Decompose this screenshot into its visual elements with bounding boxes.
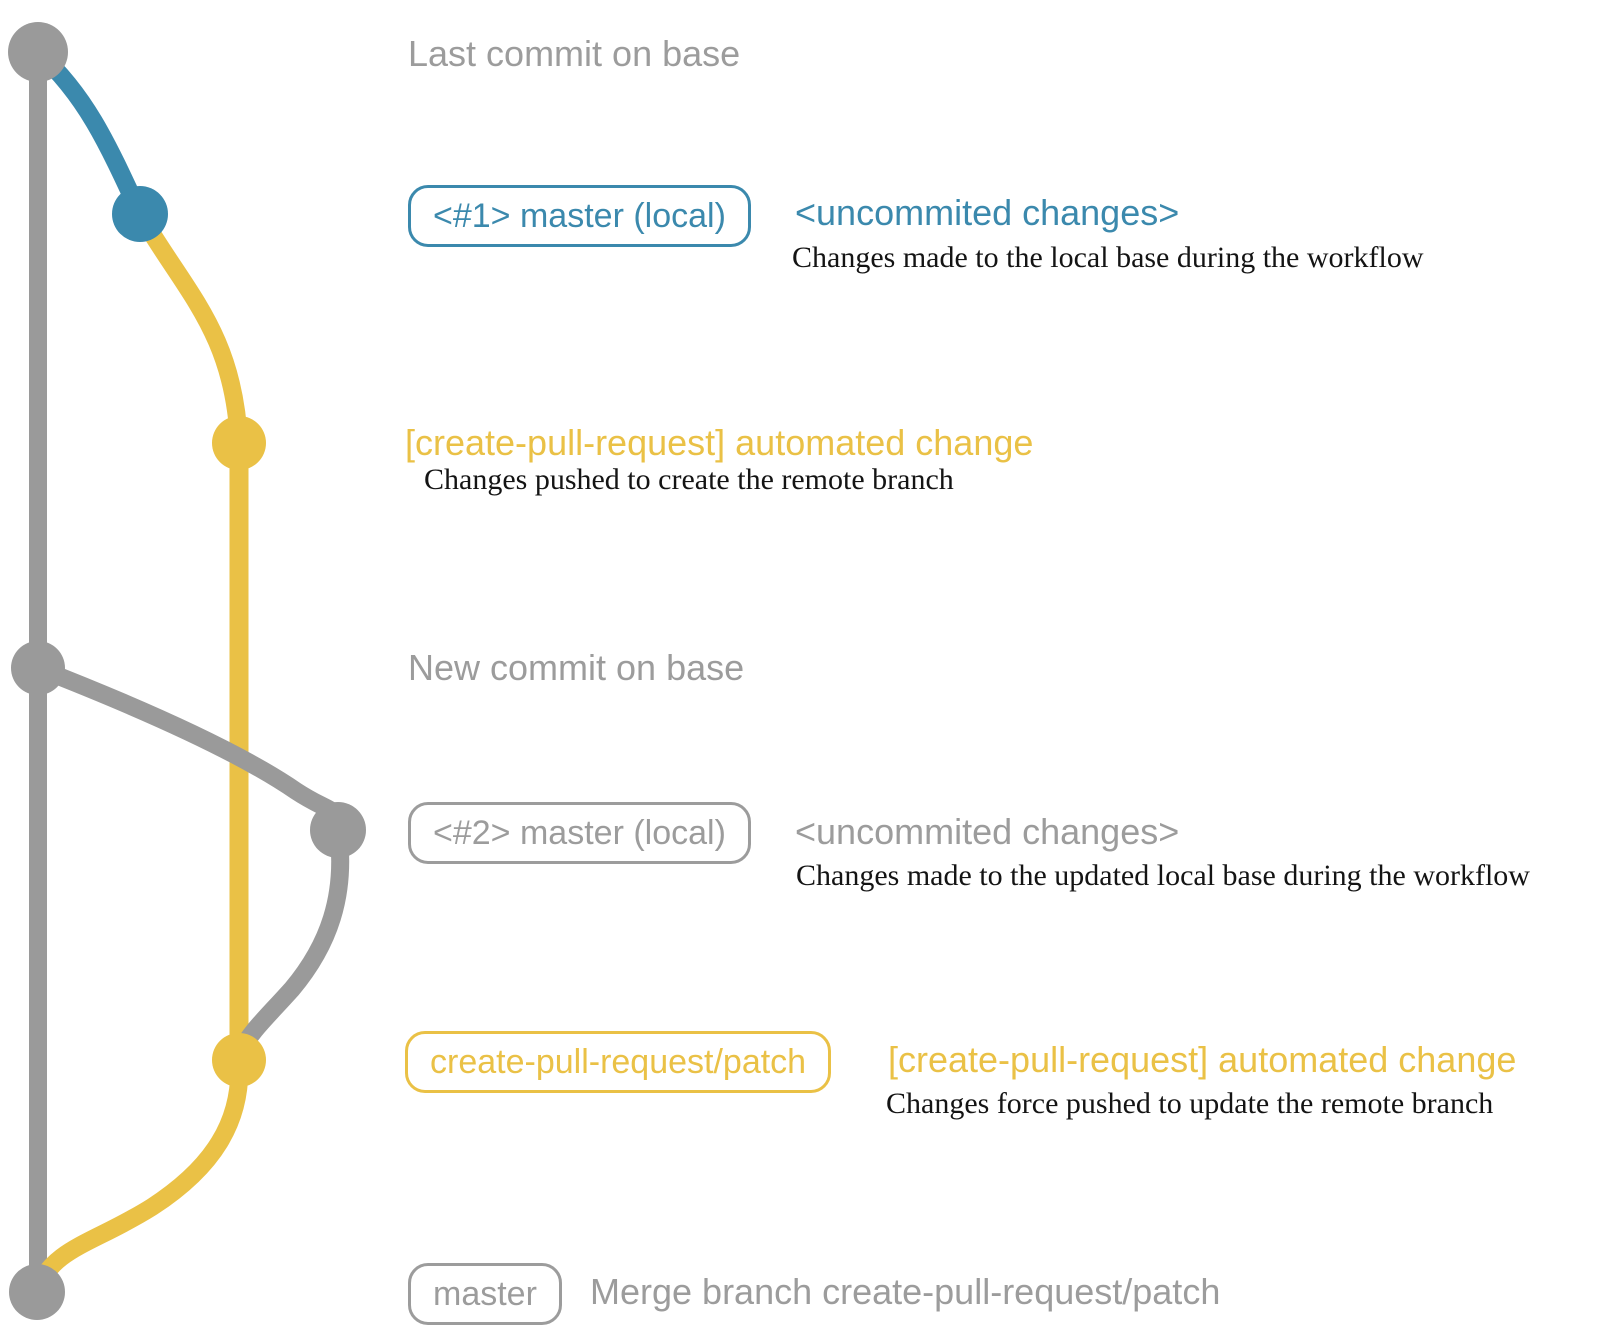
patch-branch-curve-top bbox=[132, 209, 248, 444]
commit-dot-merge bbox=[9, 1264, 65, 1320]
commit-dot-new-base bbox=[11, 641, 65, 695]
label-last-commit-on-base: Last commit on base bbox=[408, 33, 741, 74]
force-push-curve bbox=[232, 828, 350, 1057]
patch-merge-curve bbox=[28, 1059, 249, 1294]
label-new-commit-on-base: New commit on base bbox=[408, 647, 745, 688]
commit-dot-patch-2 bbox=[212, 1033, 266, 1087]
commit-dot-local-master-1 bbox=[112, 186, 168, 242]
commit-dot-last-base bbox=[8, 22, 68, 82]
label-automated-change-1: [create-pull-request] automated change bbox=[405, 422, 1034, 463]
commit-graph bbox=[8, 22, 366, 1320]
label-uncommited-changes-2: <uncommited changes> bbox=[795, 811, 1180, 852]
local-master-curve-2 bbox=[34, 659, 347, 831]
description-push-create-branch: Changes pushed to create the remote bran… bbox=[424, 463, 954, 496]
description-local-base-changes: Changes made to the local base during th… bbox=[792, 241, 1424, 274]
commit-dot-local-master-2 bbox=[310, 802, 366, 858]
badge-master-local-2: <#2> master (local) bbox=[408, 802, 751, 864]
label-uncommited-changes-1: <uncommited changes> bbox=[795, 192, 1180, 233]
description-updated-local-base-changes: Changes made to the updated local base d… bbox=[796, 859, 1530, 892]
description-force-push-update-branch: Changes force pushed to update the remot… bbox=[886, 1087, 1494, 1120]
badge-master: master bbox=[408, 1263, 562, 1325]
badge-master-local-1: <#1> master (local) bbox=[408, 185, 751, 247]
label-automated-change-2: [create-pull-request] automated change bbox=[888, 1039, 1517, 1080]
commit-dot-patch-1 bbox=[212, 416, 266, 470]
badge-patch-branch: create-pull-request/patch bbox=[405, 1031, 832, 1093]
label-merge-commit: Merge branch create-pull-request/patch bbox=[590, 1271, 1221, 1312]
